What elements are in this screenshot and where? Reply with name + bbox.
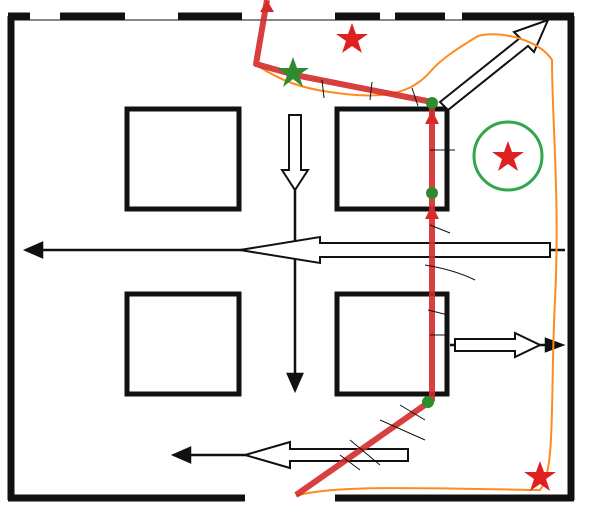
room-top-left (124, 106, 242, 212)
star-icon (336, 23, 368, 53)
star-icon (492, 141, 524, 171)
arrow-icon (170, 446, 192, 464)
arrow-icon (22, 241, 44, 259)
waypoint (422, 396, 434, 408)
star-icon (524, 461, 556, 491)
arrow-icon (286, 372, 304, 394)
hollow-arrow-exit (438, 18, 550, 112)
waypoint (426, 187, 438, 199)
outer-walls (7, 12, 575, 502)
waypoint (426, 97, 438, 109)
hollow-arrow-left (239, 235, 551, 265)
evacuation-route (253, 0, 435, 498)
star-icon (277, 57, 309, 87)
hollow-arrow-down (280, 114, 310, 192)
hollow-arrow-right (454, 331, 543, 359)
hollow-arrow-bottom (241, 440, 409, 470)
room-bottom-left (124, 291, 242, 397)
highlight-circle (472, 120, 544, 192)
boundary-curve (257, 33, 558, 497)
